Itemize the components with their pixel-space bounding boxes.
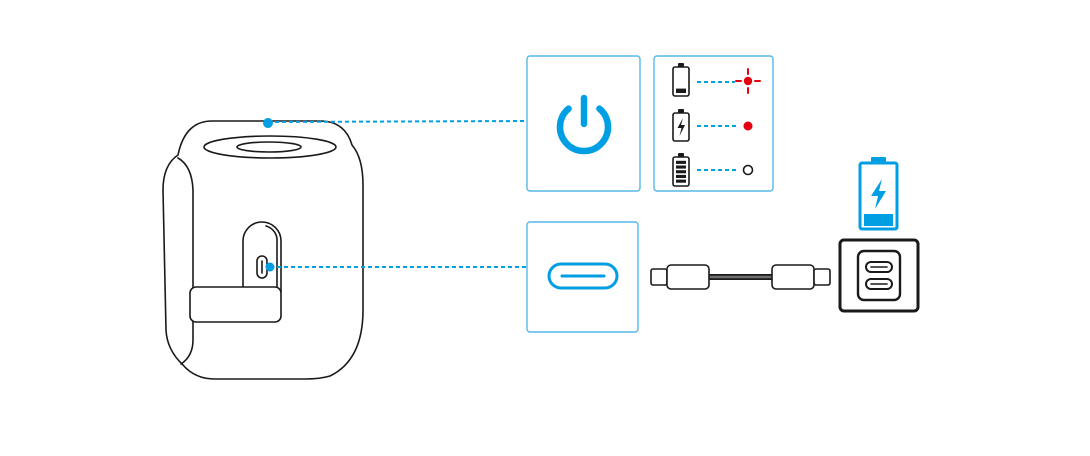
wall-charger-icon — [838, 238, 920, 313]
led-row-low — [672, 63, 761, 97]
battery-cap — [678, 63, 684, 67]
charging-battery-body — [858, 161, 899, 231]
battery-bar — [676, 170, 686, 174]
power-icon-ring — [556, 105, 612, 155]
power-callout — [526, 55, 641, 192]
usb-c-callout — [526, 221, 639, 333]
speaker-top-plate — [203, 135, 337, 159]
battery-bar — [676, 160, 686, 164]
charging-battery-icon — [858, 157, 899, 231]
charging-battery-cap — [871, 157, 886, 162]
speaker-side-band-lower — [180, 319, 194, 365]
power-button-dot-icon — [263, 118, 273, 128]
battery-bar — [676, 179, 686, 183]
led-row-charging — [672, 109, 753, 142]
cable-left-tip — [650, 268, 668, 286]
led-solid-red-icon — [743, 121, 753, 131]
battery-low-fill — [676, 88, 686, 93]
usb-c-port-outline — [547, 262, 619, 290]
lightning-bolt-icon — [871, 179, 886, 209]
battery-bar — [676, 165, 686, 169]
speaker-port-panel-edge — [265, 225, 278, 293]
port-dot-icon — [265, 262, 275, 272]
speaker-strap — [189, 286, 282, 323]
led-blinking-red-icon — [735, 68, 761, 94]
speaker-top-center — [236, 141, 302, 153]
power-icon — [556, 94, 612, 155]
battery-bar — [676, 174, 686, 178]
usb-c-port-icon — [547, 262, 619, 290]
cable-right-body — [771, 264, 815, 290]
usb-c-cable-icon — [650, 264, 831, 290]
speaker-side-band — [177, 157, 194, 291]
cable-right-tip — [813, 268, 831, 286]
led-row-full — [672, 153, 754, 187]
led-status-callout — [653, 55, 774, 192]
battery-cap — [678, 153, 684, 157]
battery-bars — [676, 160, 686, 183]
power-leader-line — [267, 120, 528, 123]
speaker-icon — [162, 120, 364, 380]
battery-low-icon — [672, 63, 690, 97]
battery-cap — [678, 109, 684, 113]
battery-full-icon — [672, 153, 690, 187]
led-dot — [743, 76, 753, 86]
cable-left-body — [666, 264, 710, 290]
charger-face — [856, 249, 902, 302]
charging-battery-fill — [864, 214, 893, 226]
lightning-bolt-icon — [677, 118, 685, 136]
led-off-icon — [742, 164, 754, 176]
battery-charging-icon — [672, 109, 690, 142]
